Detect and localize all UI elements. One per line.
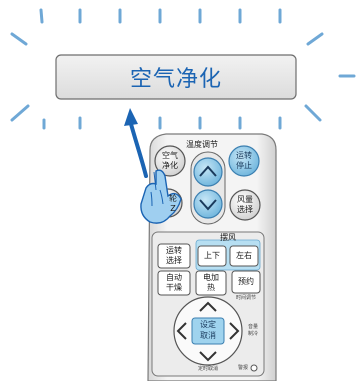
electric-heat-label-2: 热 [207,283,215,292]
timer-cancel-label: 定时取消 [197,366,218,372]
fan-speed-button[interactable] [229,189,261,221]
mode-select-label-1: 运转 [166,246,182,255]
fan-speed-label-2: 选择 [237,205,253,214]
chevron-up-icon [199,165,217,177]
temp-up-button[interactable] [193,157,223,187]
dpad-left-icon[interactable] [176,322,187,340]
run-stop-label-2: 停止 [236,161,252,170]
air-purify-button[interactable] [154,145,186,177]
right-sublabel-1: 音量 [247,324,258,330]
swing-label-2: Z [170,204,176,213]
set-cancel-label-2: 取消 [200,331,216,340]
air-purify-label-1: 空气 [162,151,178,160]
display-text: 空气净化 [129,67,222,92]
reserve-button[interactable] [231,270,261,294]
set-cancel-button[interactable] [191,317,225,345]
mode-select-label-2: 选择 [166,256,182,265]
alert-label: 警报 [237,365,248,371]
chevron-down-icon [199,199,217,211]
alert-indicator-icon [250,364,258,372]
right-sublabel-2: 制冷 [247,331,258,337]
hand-icon [140,169,182,224]
dpad-right-icon[interactable] [229,322,240,340]
swing-leftright-button[interactable] [229,245,259,267]
run-stop-label-1: 运转 [236,151,252,160]
swing-updown-label: 上下 [204,251,220,260]
mode-select-button[interactable] [157,243,191,269]
run-stop-button[interactable] [228,145,260,177]
swing-updown-button[interactable] [197,245,227,267]
electric-heat-label-1: 电加 [203,273,219,282]
temp-adjust-label: 温度调节 [186,140,218,149]
pointer-arrow [124,108,148,178]
dpad-down-icon[interactable] [199,351,217,362]
reserve-sublabel: 时间调节 [235,295,256,301]
set-cancel-label-1: 设定 [200,320,216,329]
auto-dry-button[interactable] [157,270,191,296]
temp-down-button[interactable] [193,189,223,219]
fan-speed-label-1: 风量 [237,195,253,204]
swing-leftright-label: 左右 [236,251,252,260]
auto-dry-label-2: 干燥 [166,283,182,292]
electric-heat-button[interactable] [195,270,227,296]
glow-rays [10,8,356,130]
air-purify-label-2: 净化 [162,161,178,170]
display-panel [55,54,297,100]
reserve-label: 预约 [238,277,254,286]
swing-group-label: 摆风 [220,233,236,242]
swing-label-1: 轮 [169,194,177,203]
auto-dry-label-1: 自动 [166,273,182,282]
dpad-up-icon[interactable] [199,301,217,312]
